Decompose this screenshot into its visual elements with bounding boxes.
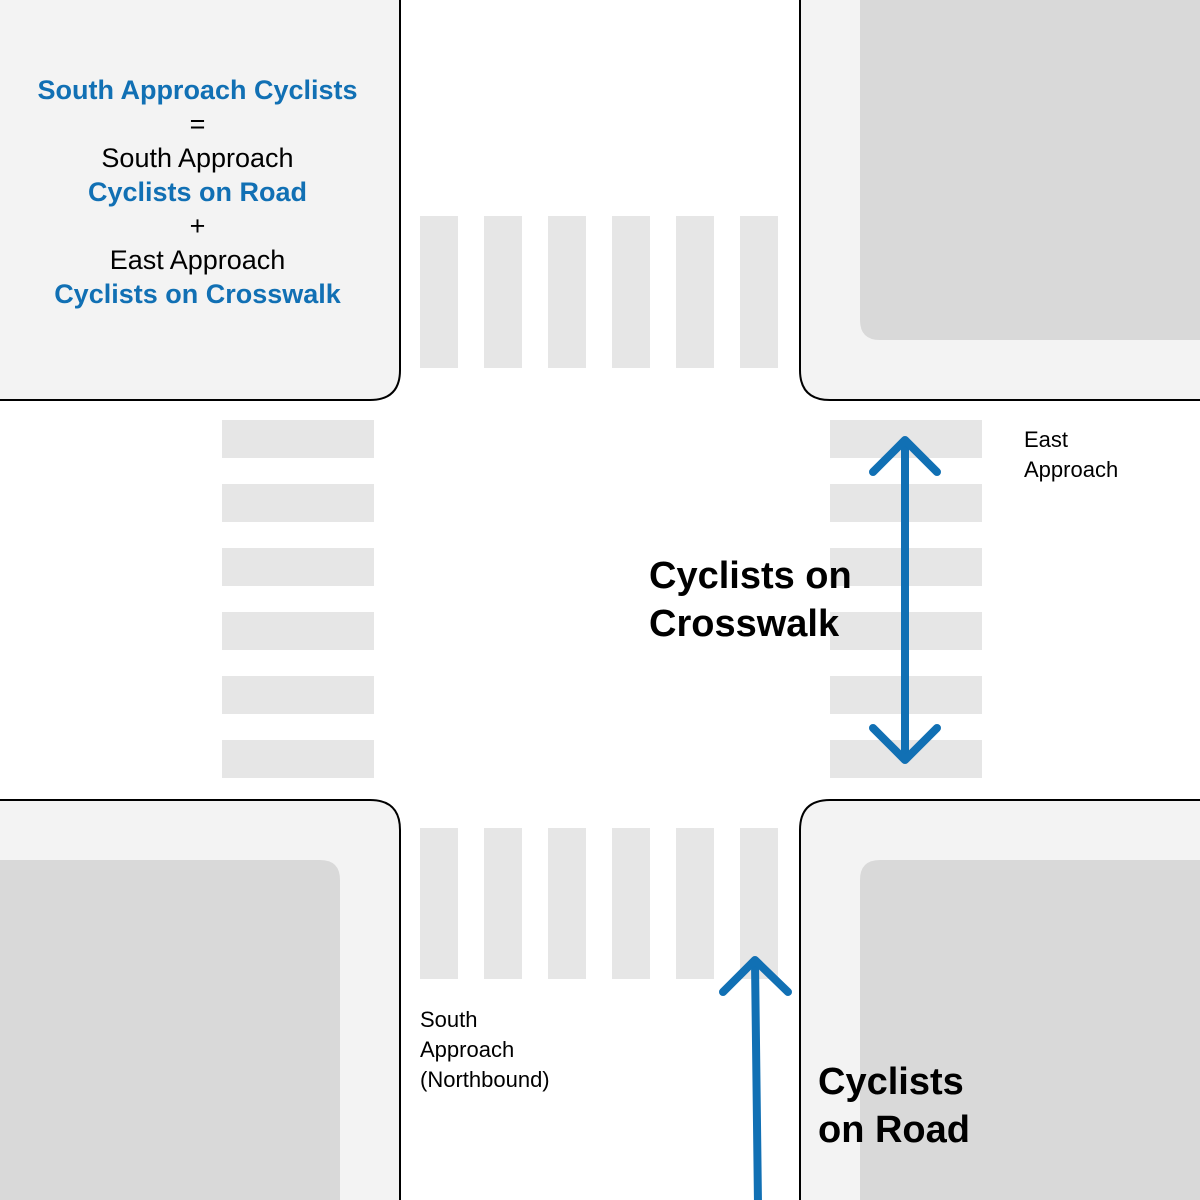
crosswalk-stripe: [612, 216, 650, 368]
south-approach-line-1: South: [420, 1007, 478, 1032]
crosswalk-label-line-2: Crosswalk: [649, 603, 840, 645]
east-approach-line-1: East: [1024, 427, 1069, 452]
equation-term1-approach: South Approach: [101, 143, 294, 173]
block-northeast: [860, 0, 1200, 340]
crosswalk-north: [420, 216, 778, 368]
crosswalk-cyclist-arrow: [869, 436, 941, 764]
block-southeast: [860, 860, 1200, 1200]
crosswalk-stripe: [222, 740, 374, 778]
equation-title: South Approach Cyclists: [37, 75, 358, 105]
crosswalk-stripe: [548, 828, 586, 979]
crosswalk-label-line-1: Cyclists on: [649, 555, 852, 597]
crosswalk-stripe: [420, 216, 458, 368]
crosswalk-stripe: [222, 420, 374, 458]
crosswalk-stripe: [222, 612, 374, 650]
south-approach-label: South Approach (Northbound): [420, 1005, 550, 1095]
sidewalk-northwest: [0, 0, 401, 401]
equation-panel: South Approach Cyclists = South Approach…: [0, 73, 395, 311]
crosswalk-stripe: [420, 828, 458, 979]
road-label-line-2: on Road: [818, 1109, 970, 1151]
crosswalk-stripe: [612, 828, 650, 979]
equation-term2-label: Cyclists on Crosswalk: [54, 279, 341, 309]
crosswalk-stripe: [740, 828, 778, 979]
crosswalk-stripe: [676, 828, 714, 979]
crosswalk-stripe: [222, 676, 374, 714]
road-label-line-1: Cyclists: [818, 1061, 964, 1103]
south-approach-line-3: (Northbound): [420, 1067, 550, 1092]
crosswalk-stripe: [740, 216, 778, 368]
road-cyclist-arrow: [719, 956, 792, 1200]
equation-term1-label: Cyclists on Road: [87, 177, 308, 207]
plus-sign: +: [189, 211, 206, 241]
crosswalk-stripe: [676, 216, 714, 368]
crosswalk-west: [222, 420, 374, 778]
cyclists-on-crosswalk-label: Cyclists on Crosswalk: [649, 552, 852, 648]
east-approach-line-2: Approach: [1024, 457, 1119, 482]
crosswalk-stripe: [484, 216, 522, 368]
east-approach-label: East Approach: [1024, 425, 1118, 485]
crosswalk-stripe: [222, 484, 374, 522]
crosswalk-south: [420, 828, 778, 979]
cyclists-on-road-label: Cyclists on Road: [818, 1058, 970, 1154]
equation-term2-approach: East Approach: [109, 245, 286, 275]
crosswalk-stripe: [222, 548, 374, 586]
crosswalk-stripe: [548, 216, 586, 368]
south-approach-line-2: Approach: [420, 1037, 515, 1062]
equals-sign: =: [189, 109, 206, 139]
crosswalk-stripe: [484, 828, 522, 979]
block-southwest: [0, 860, 340, 1200]
